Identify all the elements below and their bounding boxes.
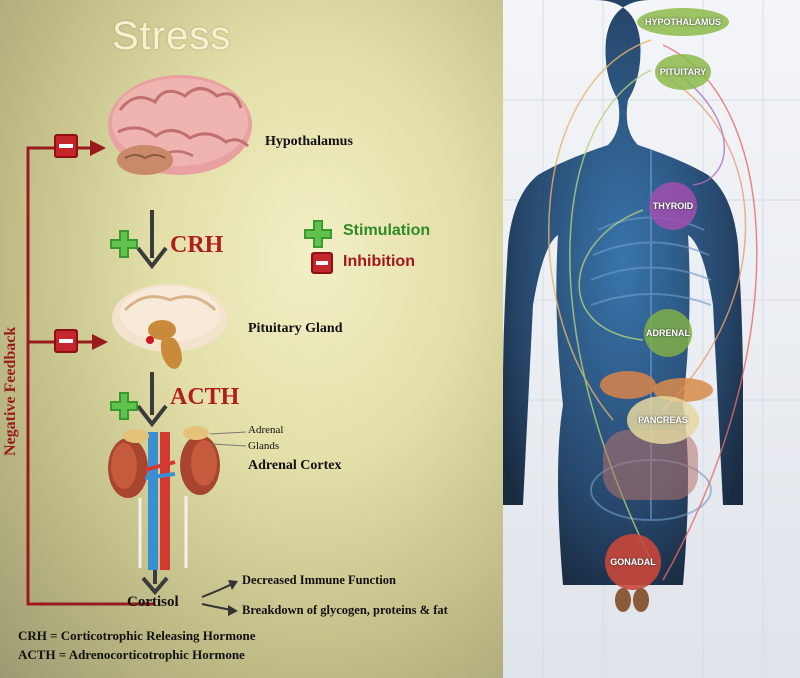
label-crh: CRH: [170, 232, 224, 258]
gland-label-hypothalamus: HYPOTHALAMUS: [645, 17, 721, 27]
brain-icon: [108, 75, 252, 175]
minus-icon: [54, 329, 78, 353]
endocrine-body-illustration: HYPOTHALAMUS PITUITARY THYROID ADRENAL P…: [503, 0, 800, 678]
hpa-axis-diagram: Stress Hypothalamus CRH Stimulation Inhi…: [0, 0, 503, 678]
label-adrenal-line2: Glands: [248, 440, 280, 452]
plus-icon: [110, 392, 138, 420]
legend-stimulation: Stimulation: [343, 222, 431, 239]
abbreviation-acth: ACTH = Adrenocorticotrophic Hormone: [18, 647, 245, 662]
negative-feedback-line: [26, 146, 155, 606]
effect-immune: Decreased Immune Function: [242, 573, 396, 587]
label-hypothalamus: Hypothalamus: [265, 134, 353, 149]
label-acth: ACTH: [170, 384, 240, 410]
arrow-effect-breakdown: [201, 603, 233, 611]
gland-label-pituitary: PITUITARY: [659, 67, 707, 77]
legend-inhibition: Inhibition: [343, 253, 415, 270]
feedback-arrowhead-hypothalamus: [90, 140, 106, 156]
abbreviation-crh: CRH = Corticotrophic Releasing Hormone: [18, 628, 256, 643]
minus-icon: [54, 134, 78, 158]
gland-label-thyroid: THYROID: [652, 201, 694, 211]
label-pituitary: Pituitary Gland: [248, 321, 343, 336]
minus-icon: [311, 252, 333, 274]
gland-label-adrenal: ADRENAL: [646, 328, 690, 338]
gland-label-gonadal: GONADAL: [610, 557, 656, 567]
arrow-effect-immune: [201, 583, 233, 598]
kidneys-icon: [108, 426, 220, 570]
human-body-icon: [503, 0, 800, 678]
feedback-arrowhead-pituitary: [92, 334, 108, 350]
page-title: Stress: [112, 14, 232, 58]
plus-icon: [304, 220, 332, 248]
label-adrenal-cortex: Adrenal Cortex: [248, 458, 342, 473]
label-negative-feedback: Negative Feedback: [2, 326, 19, 456]
brain-section-icon: [112, 284, 228, 369]
effect-breakdown: Breakdown of glycogen, proteins & fat: [242, 603, 448, 617]
plus-icon: [110, 230, 138, 258]
label-cortisol: Cortisol: [127, 594, 179, 610]
diagram-graphics: [26, 75, 333, 616]
label-adrenal-line1: Adrenal: [248, 424, 284, 436]
gland-label-pancreas: PANCREAS: [638, 415, 688, 425]
